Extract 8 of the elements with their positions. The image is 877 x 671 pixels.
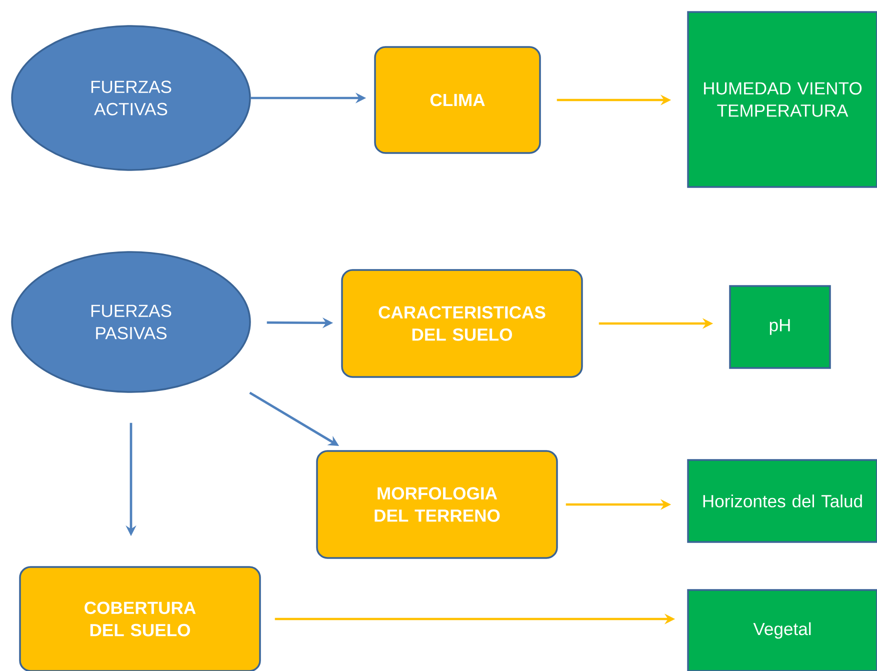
result-box: HUMEDAD VIENTO TEMPERATURA: [687, 11, 877, 188]
factor-box: CARACTERISTICAS DEL SUELO: [341, 269, 583, 378]
result-box: pH: [729, 285, 831, 369]
result-box: Vegetal: [687, 589, 877, 671]
factor-box: CLIMA: [374, 46, 541, 154]
factor-box: MORFOLOGIA DEL TERRENO: [316, 450, 558, 559]
result-box: Horizontes del Talud: [687, 459, 877, 543]
factor-box: COBERTURA DEL SUELO: [19, 566, 261, 671]
